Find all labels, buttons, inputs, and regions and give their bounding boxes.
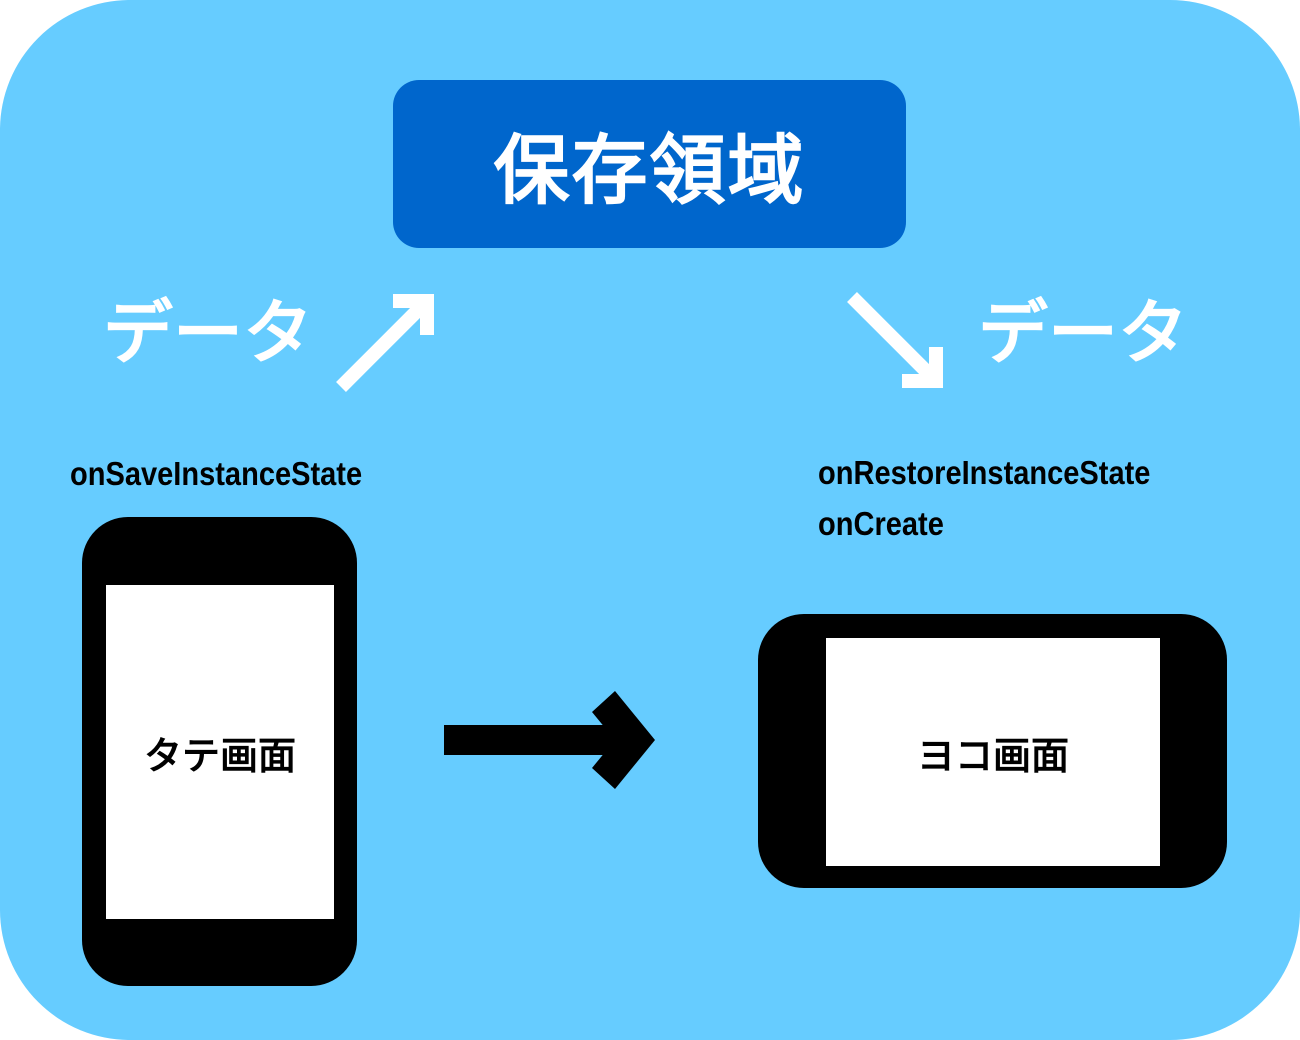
- portrait-screen-label: タテ画面: [143, 733, 296, 778]
- data-label-restore: データ: [978, 292, 1188, 374]
- landscape-phone: ヨコ画面: [758, 614, 1227, 888]
- landscape-screen-label: ヨコ画面: [916, 733, 1069, 778]
- portrait-phone: タテ画面: [82, 517, 357, 986]
- landscape-screen: ヨコ画面: [826, 638, 1160, 866]
- callback-on-create: onCreate: [818, 505, 944, 542]
- data-label-save: データ: [103, 292, 313, 374]
- storage-area-title: 保存領域: [493, 126, 806, 215]
- callback-on-restore-instance-state: onRestoreInstanceState: [818, 454, 1151, 491]
- arrow-right-icon: [444, 691, 655, 789]
- portrait-screen: タテ画面: [106, 585, 334, 919]
- storage-area-box: 保存領域: [393, 80, 906, 248]
- arrow-up-right-icon: [336, 294, 434, 392]
- arrow-down-right-icon: [847, 292, 943, 388]
- callback-on-save-instance-state: onSaveInstanceState: [70, 455, 363, 492]
